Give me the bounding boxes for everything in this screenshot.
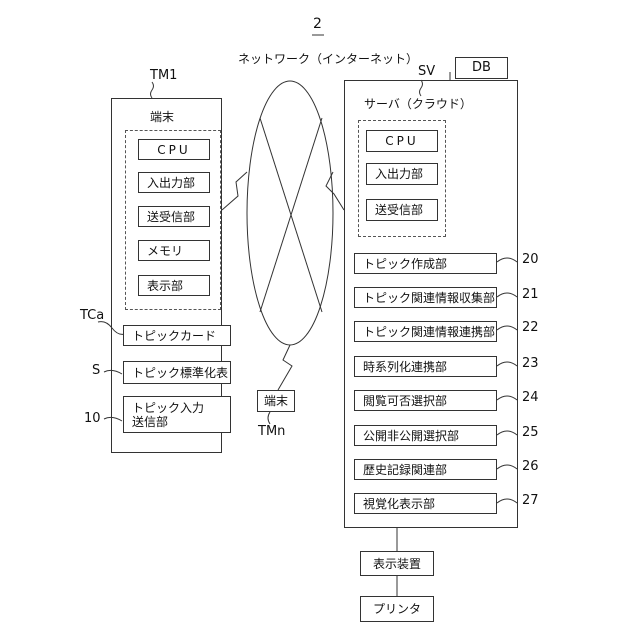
unit-26-ref: 26 bbox=[522, 459, 539, 474]
server-transceiver: 送受信部 bbox=[366, 199, 438, 221]
unit-20-topic-creation: トピック作成部 bbox=[354, 253, 497, 274]
network-label: ネットワーク（インターネット） bbox=[238, 50, 418, 67]
unit-21-info-collection: トピック関連情報収集部 bbox=[354, 287, 497, 308]
link-tm1-network bbox=[222, 172, 247, 210]
unit-23-ref: 23 bbox=[522, 356, 539, 371]
tm1-title: 端末 bbox=[150, 108, 174, 125]
link-network-tmn bbox=[278, 345, 292, 390]
sv-ref: SV bbox=[418, 64, 435, 79]
tm1-cpu: CPU bbox=[138, 139, 210, 160]
input-unit-label-line2: 送信部 bbox=[132, 415, 168, 429]
tca-ref: TCa bbox=[80, 308, 104, 323]
figure-number: 2 bbox=[313, 16, 322, 32]
topic-card: トピックカード bbox=[123, 325, 231, 346]
unit-25-ref: 25 bbox=[522, 425, 539, 440]
printer: プリンタ bbox=[360, 596, 434, 622]
ref-leader-tmn bbox=[268, 412, 270, 424]
unit-25-public-private: 公開非公開選択部 bbox=[354, 425, 497, 446]
tm1-display-unit: 表示部 bbox=[138, 275, 210, 296]
topic-standard-table: トピック標準化表 bbox=[123, 361, 231, 384]
tm1-memory: メモリ bbox=[138, 240, 210, 261]
tm1-io-unit: 入出力部 bbox=[138, 172, 210, 193]
display-device: 表示装置 bbox=[360, 551, 434, 576]
tmn-ref: TMn bbox=[258, 424, 285, 439]
unit-23-time-series: 時系列化連携部 bbox=[354, 356, 497, 377]
unit-26-history-record: 歴史記録関連部 bbox=[354, 459, 497, 480]
unit-22-ref: 22 bbox=[522, 320, 539, 335]
topic-input-send-unit: トピック入力 送信部 bbox=[123, 396, 231, 433]
unit-27-ref: 27 bbox=[522, 493, 539, 508]
server-io-unit: 入出力部 bbox=[366, 163, 438, 185]
unit-20-ref: 20 bbox=[522, 252, 539, 267]
unit-22-info-linkage: トピック関連情報連携部 bbox=[354, 321, 497, 342]
database: DB bbox=[455, 57, 508, 79]
s-ref: S bbox=[92, 363, 100, 378]
input-unit-ref: 10 bbox=[84, 411, 101, 426]
unit-24-view-permission: 閲覧可否選択部 bbox=[354, 390, 497, 411]
server-cpu: CPU bbox=[366, 130, 438, 152]
link-network-server bbox=[326, 172, 344, 210]
tm1-ref: TM1 bbox=[150, 68, 177, 83]
server-title: サーバ（クラウド） bbox=[364, 95, 472, 112]
tm1-transceiver: 送受信部 bbox=[138, 206, 210, 227]
ref-leader-tm1 bbox=[151, 82, 154, 98]
unit-21-ref: 21 bbox=[522, 287, 539, 302]
terminal-tmn: 端末 bbox=[257, 390, 295, 412]
unit-24-ref: 24 bbox=[522, 390, 539, 405]
unit-27-visual-display: 視覚化表示部 bbox=[354, 493, 497, 514]
input-unit-label-line1: トピック入力 bbox=[132, 401, 204, 415]
